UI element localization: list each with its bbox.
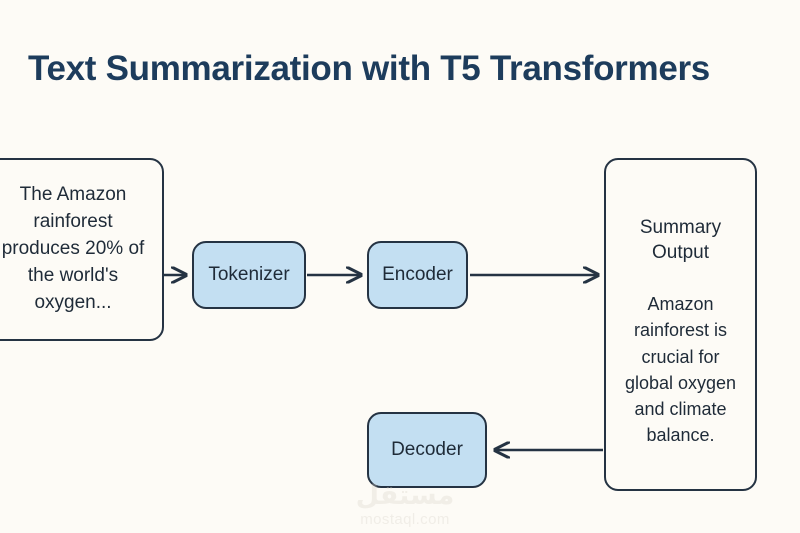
page-title: Text Summarization with T5 Transformers [28,49,710,88]
tokenizer-node: Tokenizer [192,241,306,309]
input-text-label: The Amazon rainforest produces 20% of th… [1,184,145,313]
encoder-node: Encoder [367,241,468,309]
summary-output-text: Amazon rainforest is crucial for global … [624,294,737,445]
tokenizer-label: Tokenizer [208,264,290,285]
watermark-domain: mostaql.com [360,511,450,528]
encoder-label: Encoder [382,264,453,285]
decoder-node: Decoder [367,412,487,488]
decoder-label: Decoder [391,439,463,460]
watermark: مستقل mostaql.com [335,482,475,528]
summary-output-heading: Summary Output [639,217,722,263]
summary-output-node: Summary Output Amazon rainforest is cruc… [604,158,757,491]
input-text-node: The Amazon rainforest produces 20% of th… [0,158,164,341]
watermark-logo: مستقل [355,480,455,511]
